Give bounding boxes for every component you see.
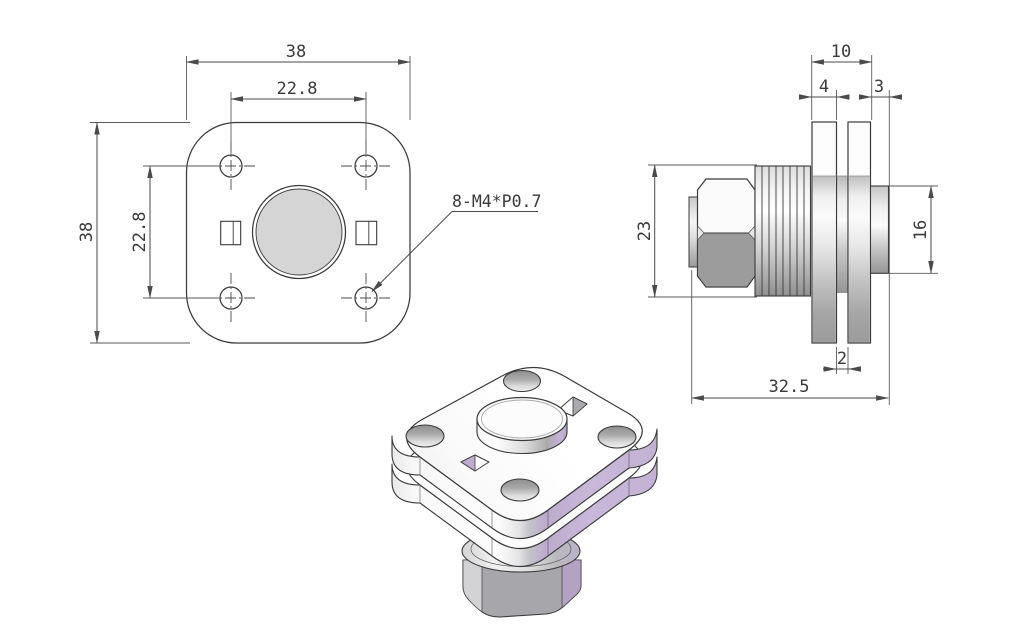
center-bore-outer — [251, 184, 347, 280]
dim-side-flange-pair: 10 — [810, 42, 873, 120]
isometric-view — [391, 367, 658, 618]
dim-side-plate1-label: 4 — [819, 77, 829, 97]
dim-front-width: 38 — [185, 42, 411, 120]
front-view: 38 22.8 38 22.8 8-M4*P0.7 — [77, 42, 541, 344]
threaded-section — [754, 165, 812, 297]
dim-side-gap-label: 2 — [837, 349, 847, 369]
iso-hole — [502, 369, 542, 393]
dim-front-hole-spacing-h: 22.8 — [230, 79, 367, 154]
center-bore-inner — [255, 188, 343, 276]
flange-plate-outline — [185, 121, 411, 344]
dim-front-hole-spacing-h-label: 22.8 — [277, 79, 318, 99]
iso-hole — [597, 425, 637, 449]
iso-right-notch — [557, 396, 588, 417]
boss-side — [869, 185, 890, 274]
right-notch — [355, 220, 378, 246]
dim-side-boss-length: 3 — [858, 77, 903, 405]
iso-hole — [405, 424, 445, 448]
dim-front-hole-spacing-v-label: 22.8 — [130, 212, 150, 253]
dim-front-hole-spacing-v: 22.8 — [130, 165, 219, 299]
dim-side-boss-diameter-label: 16 — [911, 220, 931, 240]
dim-side-body-height-label: 23 — [635, 221, 655, 241]
dim-side-gap: 2 — [823, 347, 861, 374]
thread-callout-leader — [371, 211, 538, 293]
flange-plate-2-side — [847, 121, 872, 344]
flange-plate-1-side — [811, 121, 838, 344]
hex-nut-side — [696, 178, 756, 288]
shaft-tip — [688, 196, 698, 268]
left-notch — [220, 220, 242, 246]
dim-side-flange-pair-label: 10 — [831, 42, 851, 62]
mounting-holes — [206, 141, 391, 323]
dim-side-boss-length-label: 3 — [874, 77, 884, 97]
dim-side-overall-length: 32.5 — [690, 270, 890, 404]
dim-front-height-label: 38 — [77, 222, 97, 242]
dim-side-body-height: 23 — [635, 164, 757, 298]
dim-side-boss-diameter: 16 — [889, 185, 938, 275]
dim-side-overall-length-label: 32.5 — [769, 377, 810, 397]
side-view: 10 4 3 23 16 — [635, 42, 938, 405]
rod-through-gap — [837, 176, 848, 293]
iso-center-boss — [476, 396, 568, 455]
thread-callout-label: 8-M4*P0.7 — [452, 192, 541, 211]
thread-callout: 8-M4*P0.7 — [371, 192, 541, 293]
iso-left-notch — [460, 454, 490, 472]
iso-hole — [500, 478, 540, 502]
dim-front-width-label: 38 — [286, 42, 306, 62]
dim-front-height: 38 — [77, 121, 190, 344]
dim-side-plate1: 4 — [798, 77, 850, 120]
iso-holes — [405, 369, 637, 502]
mounting-hole — [341, 273, 391, 323]
iso-hex-nut — [462, 559, 582, 618]
